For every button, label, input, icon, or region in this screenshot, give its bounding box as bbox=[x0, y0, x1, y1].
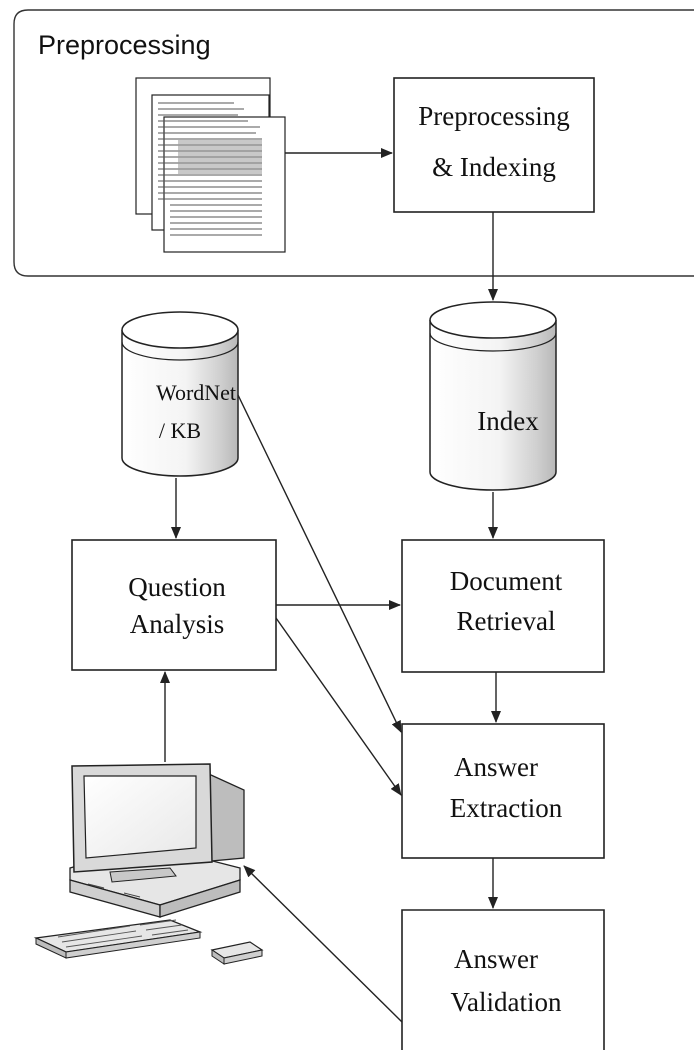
question-analysis-box: Question Analysis bbox=[71, 539, 277, 671]
document-retrieval-box: Document Retrieval bbox=[401, 539, 605, 673]
preprocessing-indexing-label-line2: & Indexing bbox=[432, 152, 556, 182]
wordnet-label-line1: WordNet bbox=[156, 380, 236, 405]
answer-validation-label-line1: Answer bbox=[454, 944, 538, 974]
wordnet-label-line2: / KB bbox=[159, 418, 201, 443]
answer-extraction-label-line1: Answer bbox=[454, 752, 538, 782]
answer-extraction-box: Answer Extraction bbox=[401, 723, 605, 859]
index-label: Index bbox=[477, 406, 539, 436]
connectors bbox=[160, 148, 501, 1023]
answer-extraction-label-line2: Extraction bbox=[450, 793, 563, 823]
document-retrieval-label-line1: Document bbox=[450, 566, 563, 596]
arrow-answer-validation-to-user bbox=[243, 865, 403, 1023]
answer-validation-box: Answer Validation bbox=[401, 909, 605, 1050]
preprocessing-indexing-label-line1: Preprocessing bbox=[418, 101, 569, 131]
question-analysis-label-line1: Question bbox=[128, 572, 226, 602]
document-stack-icon bbox=[135, 77, 286, 253]
document-retrieval-label-line2: Retrieval bbox=[457, 606, 556, 636]
preprocessing-title: Preprocessing bbox=[38, 30, 211, 60]
question-analysis-label-line2: Analysis bbox=[130, 609, 225, 639]
answer-validation-label-line2: Validation bbox=[451, 987, 562, 1017]
index-cylinder: Index bbox=[429, 301, 557, 491]
computer-workstation-icon bbox=[33, 763, 264, 965]
preprocessing-group: Preprocessing bbox=[13, 9, 694, 277]
arrow-question-analysis-to-answer-extraction bbox=[275, 617, 402, 796]
wordnet-kb-cylinder: WordNet / KB bbox=[121, 311, 239, 477]
arrow-wordnet-to-answer-extraction bbox=[237, 394, 402, 733]
preprocessing-indexing-box: Preprocessing & Indexing bbox=[393, 77, 595, 213]
